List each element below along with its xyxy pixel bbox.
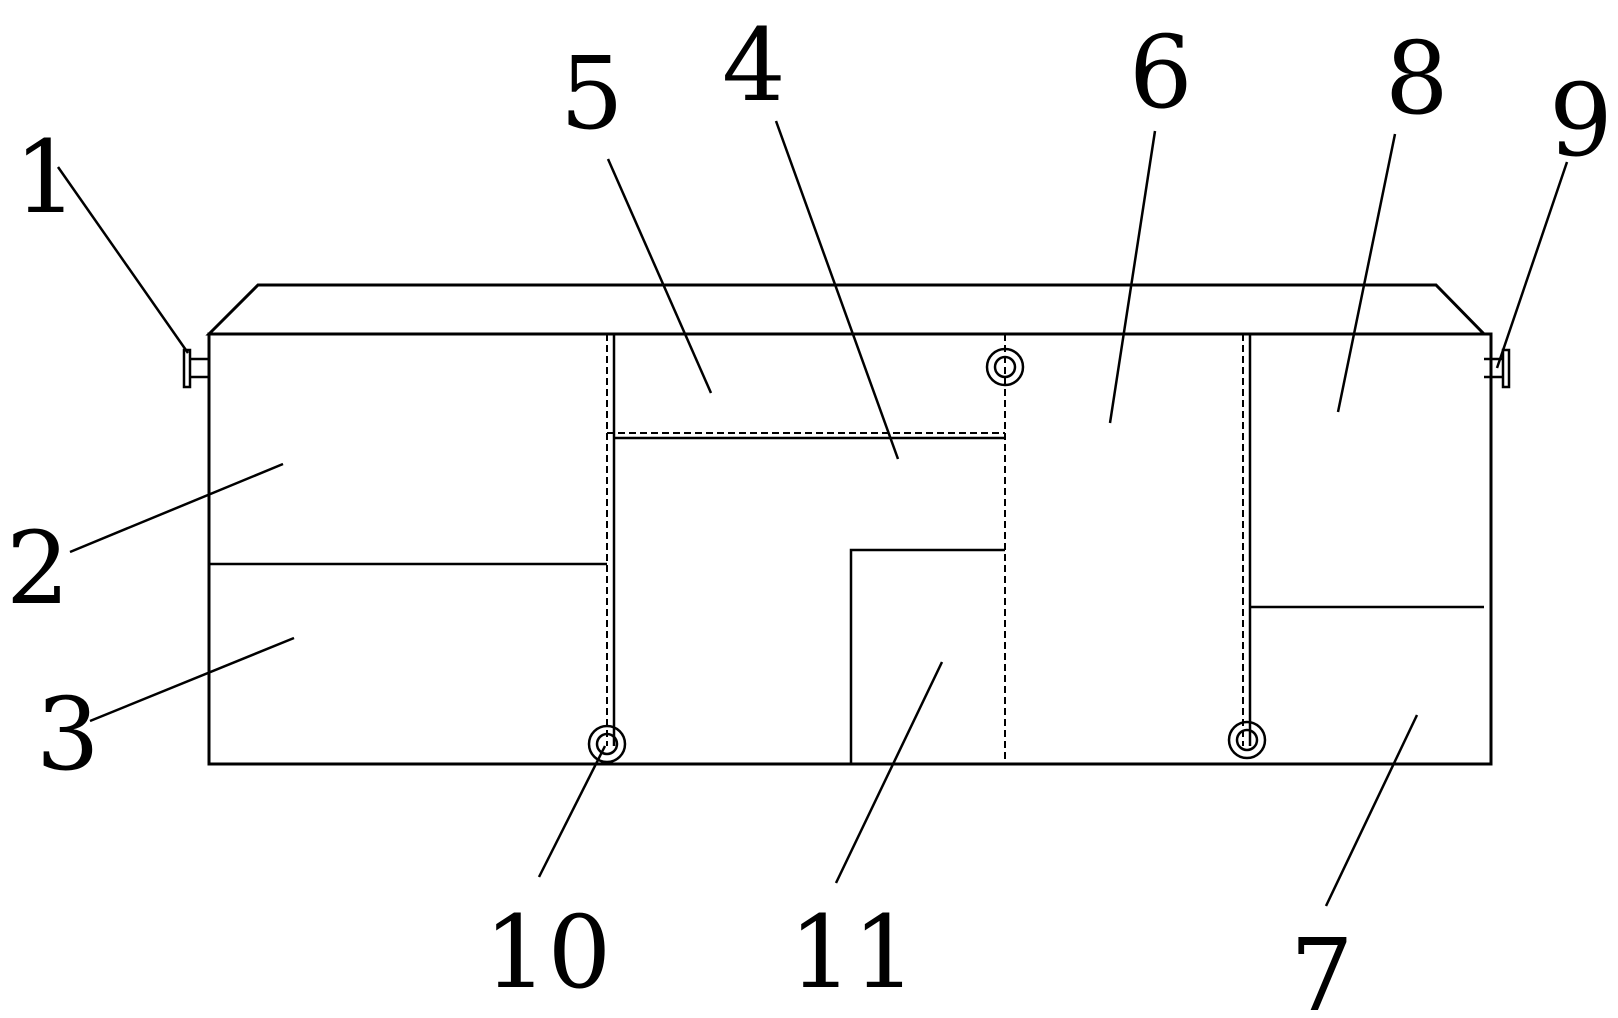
callout-11: 11 <box>789 894 916 1011</box>
callout-10: 10 <box>484 894 611 1011</box>
callout-9: 9 <box>1549 62 1613 179</box>
leader-10 <box>537 745 607 878</box>
left-pipe-fitting <box>182 348 209 389</box>
valve-bottom-right <box>1227 720 1267 760</box>
leader-7 <box>1324 714 1419 907</box>
leader-9 <box>1495 161 1569 369</box>
callout-8: 8 <box>1385 20 1449 137</box>
valve-top <box>985 347 1025 387</box>
leader-3 <box>89 636 295 723</box>
leader-6 <box>1108 130 1157 424</box>
leader-2 <box>69 462 284 554</box>
leader-5 <box>606 158 713 394</box>
callout-7: 7 <box>1290 917 1354 1018</box>
inner-block <box>849 548 1005 764</box>
leader-1 <box>56 166 190 354</box>
callout-4: 4 <box>722 7 786 124</box>
callout-2: 2 <box>6 510 70 627</box>
callout-5: 5 <box>560 35 624 152</box>
callout-3: 3 <box>36 676 100 793</box>
leader-4 <box>774 120 900 460</box>
callout-6: 6 <box>1129 14 1193 131</box>
leader-8 <box>1336 133 1397 413</box>
top-cover <box>205 283 1488 336</box>
valve-bottom-left <box>587 724 627 764</box>
right-pipe-fitting <box>1484 348 1511 389</box>
callout-1: 1 <box>14 119 78 236</box>
leader-11 <box>834 661 944 884</box>
